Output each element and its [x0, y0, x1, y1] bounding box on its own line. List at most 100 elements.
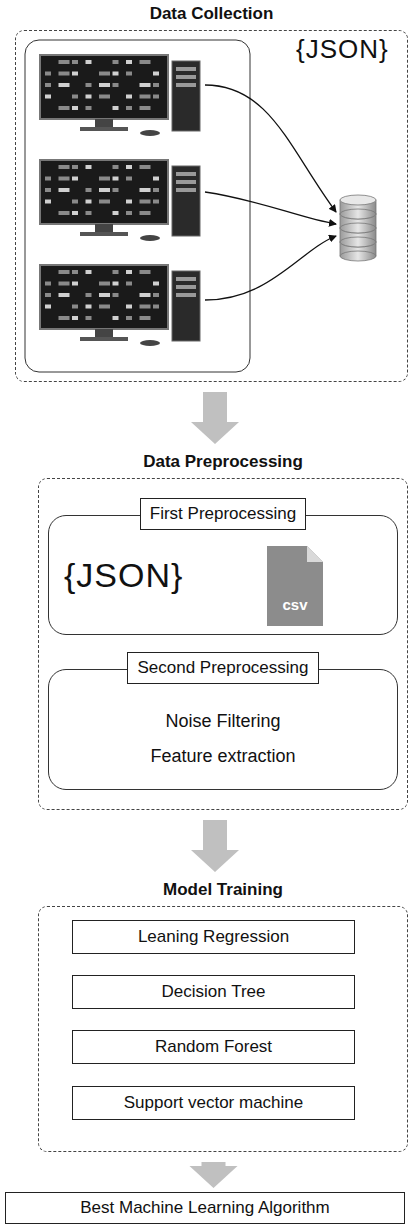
dashed-frame [15, 30, 408, 382]
screen-block [86, 305, 92, 309]
computer-icon [40, 265, 200, 346]
screen-block [72, 200, 78, 204]
tower [172, 271, 200, 341]
screen-block [45, 305, 51, 309]
process-text: Decision Tree [162, 982, 266, 1002]
screen-block [59, 188, 70, 192]
screen-block [72, 177, 78, 181]
process-text: Best Machine Learning Algorithm [80, 1198, 329, 1218]
screen-block [59, 177, 70, 181]
database-icon [340, 195, 376, 261]
process-box: Best Machine Learning Algorithm [5, 1192, 405, 1224]
process-box: Support vector machine [72, 1086, 355, 1120]
section-heading: Data Preprocessing [38, 448, 408, 476]
screen-block [59, 83, 70, 87]
screen-block [126, 95, 132, 99]
heading-holder: Second Preprocessing [48, 652, 398, 684]
file-fold [307, 546, 323, 562]
screen-block [45, 83, 51, 87]
screen-block [153, 305, 159, 309]
drive-bay [176, 285, 196, 289]
mouse [140, 235, 160, 241]
screen-block [72, 106, 78, 110]
computer-icons [40, 55, 200, 346]
process-text: Random Forest [155, 1037, 272, 1057]
screen-block [126, 60, 132, 64]
tower [172, 61, 200, 131]
screen-block [72, 316, 78, 320]
drive-bay [176, 67, 196, 71]
screen-block [99, 305, 110, 309]
file-body [267, 546, 323, 626]
screen-block [59, 60, 70, 64]
screen-block [45, 200, 51, 204]
screen-block [59, 270, 70, 274]
screen-block [72, 282, 78, 286]
db-disc-top [340, 209, 376, 219]
screen-block [153, 200, 159, 204]
screen-block [45, 95, 51, 99]
section-heading: Data Collection [15, 0, 408, 28]
screen-block [45, 282, 51, 286]
drive-bay [176, 83, 196, 87]
csv-file-icon [263, 544, 327, 628]
data-arrow [205, 85, 336, 212]
screen-block [59, 293, 70, 297]
screen-block [72, 305, 78, 309]
monitor [40, 160, 168, 224]
screen-block [126, 165, 132, 169]
screen-block [113, 165, 119, 169]
screen-block [86, 293, 92, 297]
screen-block [86, 83, 92, 87]
screen-block [99, 95, 110, 99]
db-disc-edge [340, 223, 376, 233]
screen-block [72, 95, 78, 99]
screen-block [126, 200, 132, 204]
tower [172, 166, 200, 236]
format-label: {JSON} [296, 34, 389, 65]
screen-block [113, 60, 119, 64]
screen-block [140, 270, 151, 274]
screen-block [140, 188, 151, 192]
screen-block [99, 72, 110, 76]
monitor [40, 55, 168, 119]
group-heading: First Preprocessing [140, 498, 306, 530]
screen-block [86, 188, 92, 192]
screen-block [86, 316, 92, 320]
drive-bay [176, 293, 196, 297]
stage-section: Data PreprocessingFirst Preprocessing {JS… [38, 448, 408, 810]
screen-block [126, 177, 132, 181]
screen-block [126, 282, 132, 286]
screen-block [72, 165, 78, 169]
group-box: Second PreprocessingNoise FilteringFeatu… [48, 652, 398, 790]
db-disc-top [340, 223, 376, 233]
screen-block [86, 211, 92, 215]
flow-arrow [191, 392, 239, 444]
drive-bay [176, 188, 196, 192]
screen-block [140, 83, 151, 87]
screen-block [126, 106, 132, 110]
section-heading: Model Training [38, 876, 408, 904]
screen-block [140, 293, 151, 297]
screen-block [59, 316, 70, 320]
format-label: {JSON} [64, 556, 183, 595]
screen-block [113, 270, 119, 274]
screen-block [113, 177, 119, 181]
data-arrow [205, 192, 336, 224]
monitor-stand [95, 224, 113, 232]
computer-icon [40, 55, 200, 136]
screen-block [99, 177, 110, 181]
process-box: Decision Tree [72, 975, 355, 1009]
screen-block [153, 177, 159, 181]
screen-block [126, 211, 132, 215]
drive-bay [176, 180, 196, 184]
screen-block [113, 211, 119, 215]
drive-bay [176, 277, 196, 281]
drive-bay [176, 172, 196, 176]
screen-block [153, 293, 159, 297]
db-disc-top [340, 237, 376, 247]
screen-block [99, 282, 110, 286]
screen-block [59, 282, 70, 286]
drive-bay [176, 75, 196, 79]
